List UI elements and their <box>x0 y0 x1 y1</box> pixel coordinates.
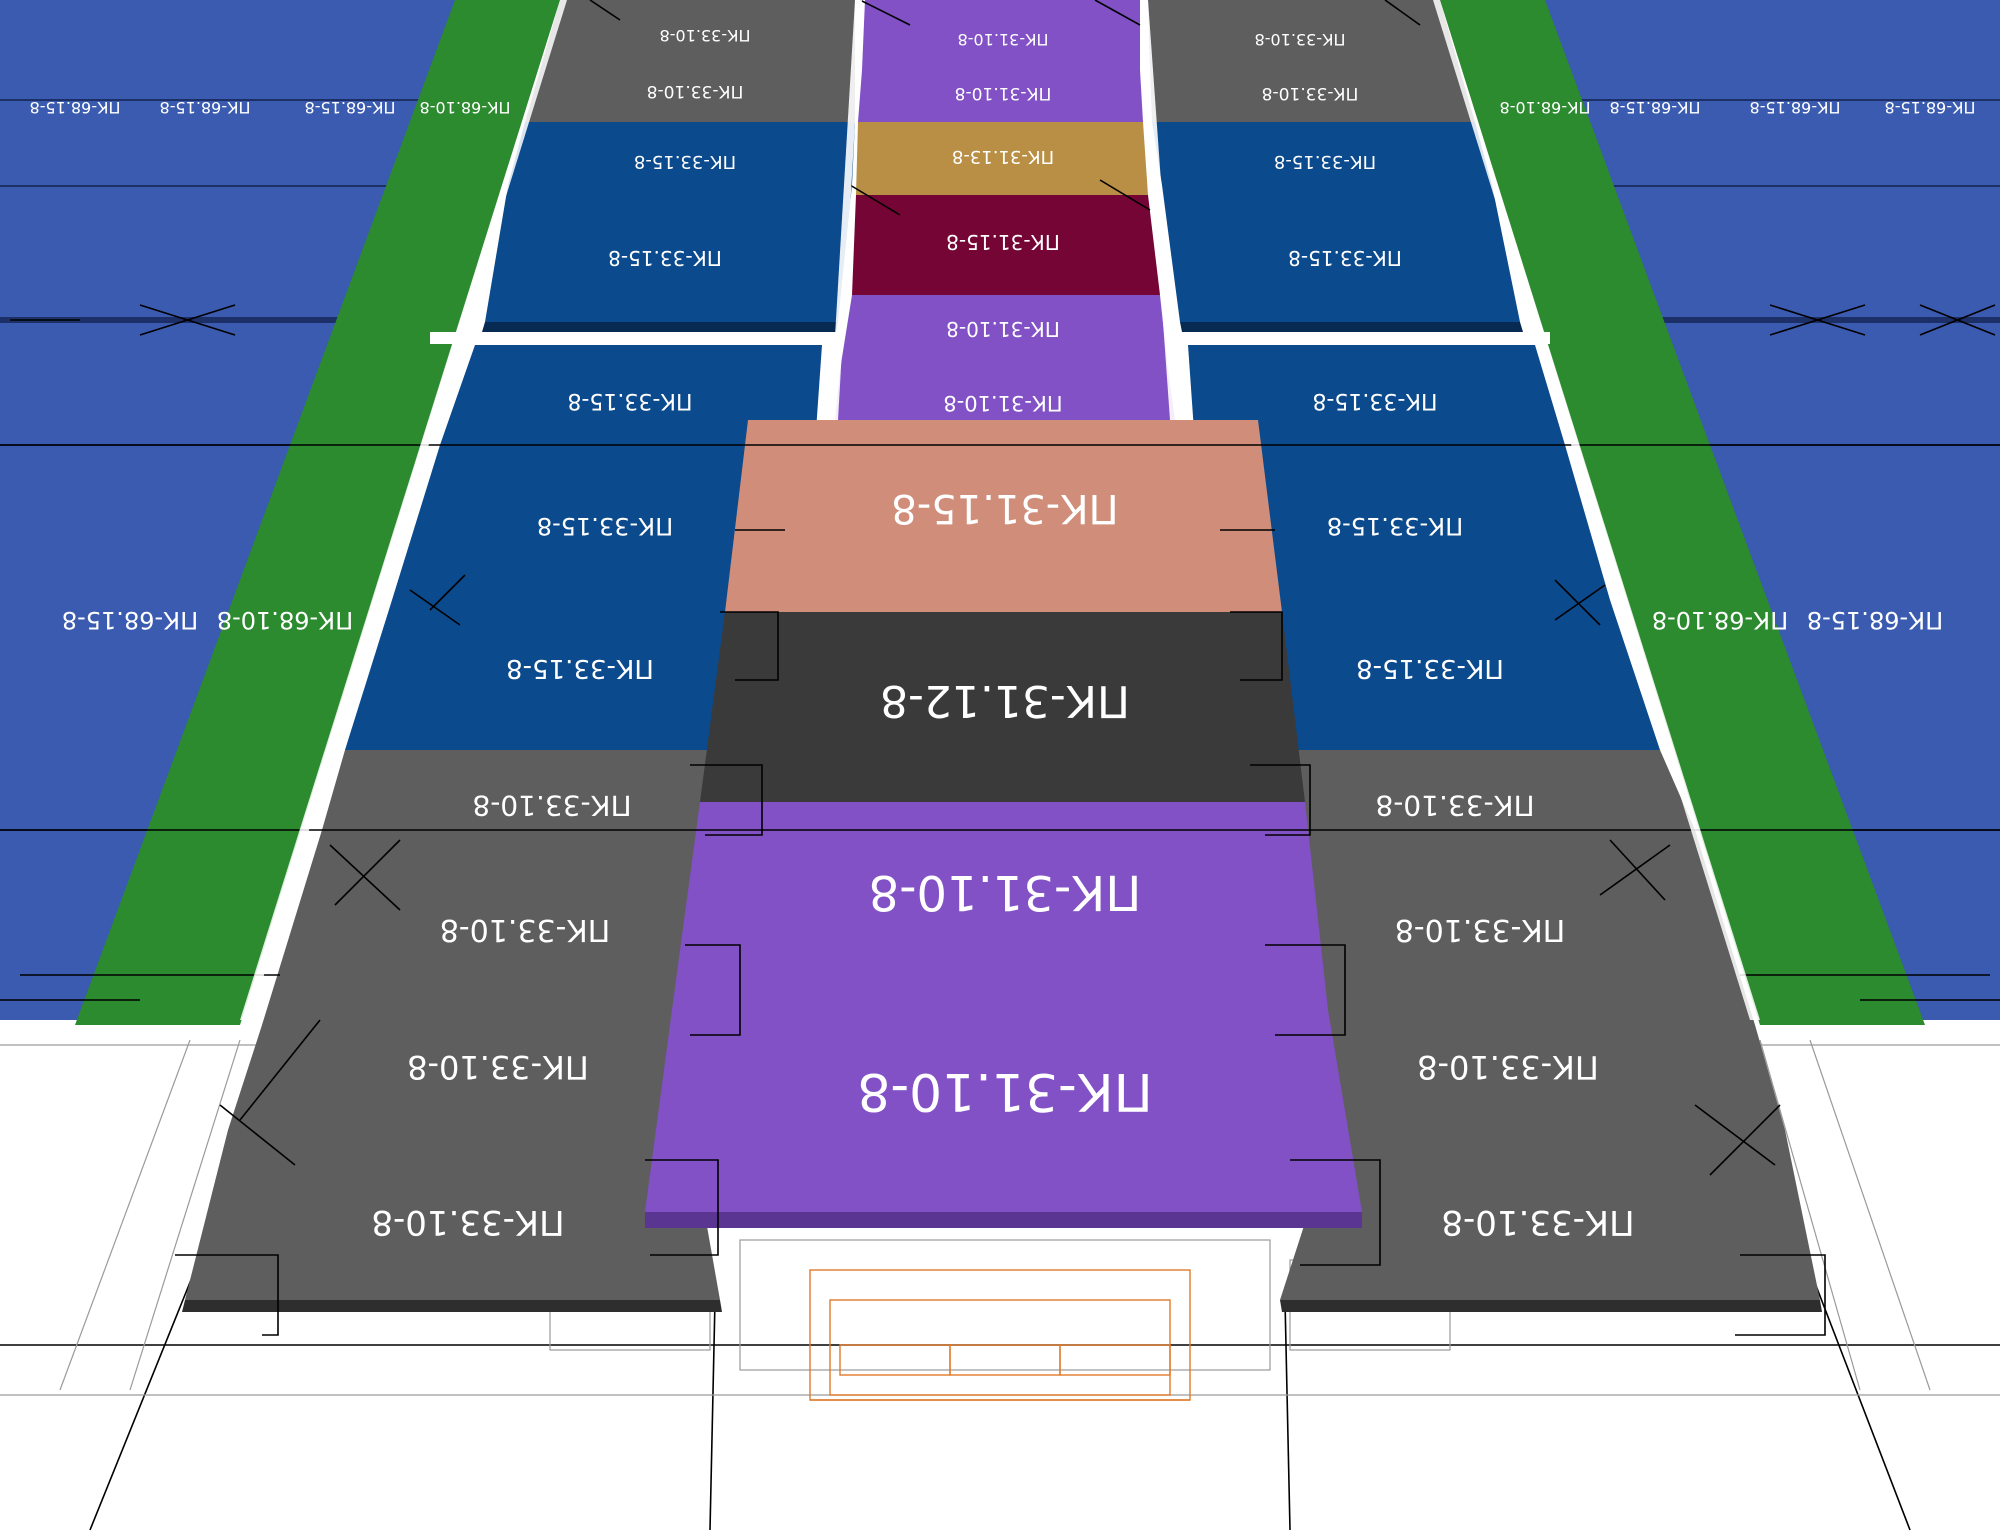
svg-text:ПК-31.10-8: ПК-31.10-8 <box>857 1061 1153 1121</box>
svg-text:ПК-68.10-8: ПК-68.10-8 <box>1652 606 1788 634</box>
back-left-column: ПК-33.10-8 ПК-33.10-8 ПК-33.15-8 ПК-33.1… <box>482 0 855 332</box>
column-gaps <box>240 0 1760 1020</box>
svg-text:ПК-31.15-8: ПК-31.15-8 <box>946 230 1060 254</box>
front-right-grey-4 <box>1280 1130 1820 1300</box>
svg-text:ПК-33.15-8: ПК-33.15-8 <box>567 388 692 413</box>
back-right-blue-2 <box>1162 185 1520 322</box>
front-center-dark <box>700 612 1305 802</box>
svg-text:ПК-31.15-8: ПК-31.15-8 <box>891 485 1118 531</box>
svg-text:ПК-33.10-8: ПК-33.10-8 <box>1255 30 1346 49</box>
svg-text:ПК-33.15-8: ПК-33.15-8 <box>1356 653 1504 683</box>
back-center-purple-4 <box>835 370 1175 420</box>
back-right-grey-1 <box>1148 0 1460 70</box>
green-strip-right <box>1440 0 1925 1025</box>
svg-text:ПК-68.15-8: ПК-68.15-8 <box>160 98 251 117</box>
svg-text:ПК-33.15-8: ПК-33.15-8 <box>1274 151 1376 172</box>
back-center-purple-2 <box>858 70 1143 122</box>
svg-text:ПК-33.10-8: ПК-33.10-8 <box>371 1202 564 1242</box>
back-center-maroon <box>852 195 1160 295</box>
svg-text:ПК-31.10-8: ПК-31.10-8 <box>869 864 1142 920</box>
back-center-gold <box>856 122 1148 195</box>
front-left-grey-2 <box>262 830 715 1025</box>
svg-text:ПК-33.10-8: ПК-33.10-8 <box>440 912 610 947</box>
back-left-blue-1 <box>508 122 855 185</box>
svg-text:ПК-68.10-8: ПК-68.10-8 <box>420 98 511 117</box>
svg-text:ПК-33.15-8: ПК-33.15-8 <box>608 246 722 270</box>
green-strip-left <box>75 0 560 1025</box>
front-left-column: ПК-33.10-8 ПК-33.10-8 ПК-33.10-8 ПК-33.1… <box>182 750 735 1312</box>
svg-text:ПК-33.10-8: ПК-33.10-8 <box>1262 83 1359 103</box>
svg-text:ПК-68.10-8: ПК-68.10-8 <box>1500 98 1591 117</box>
front-right-column: ПК-33.10-8 ПК-33.10-8 ПК-33.10-8 ПК-33.1… <box>1275 750 1822 1312</box>
svg-text:ПК-68.15-8: ПК-68.15-8 <box>1610 98 1701 117</box>
svg-text:ПК-68.15-8: ПК-68.15-8 <box>1807 606 1943 634</box>
svg-text:ПК-33.10-8: ПК-33.10-8 <box>647 81 744 101</box>
svg-text:ПК-33.10-8: ПК-33.10-8 <box>1441 1202 1634 1242</box>
svg-text:ПК-68.15-8: ПК-68.15-8 <box>305 98 396 117</box>
back-right-column: ПК-33.10-8 ПК-33.10-8 ПК-33.15-8 ПК-33.1… <box>1148 0 1523 332</box>
back-left-blue-2 <box>485 185 852 322</box>
svg-text:ПК-31.13-8: ПК-31.13-8 <box>952 146 1054 167</box>
front-right-grey-3 <box>1320 1025 1785 1130</box>
mid-left-blue-2 <box>392 445 815 600</box>
mid-left-blue-1 <box>440 345 822 445</box>
back-center-purple-1 <box>862 0 1140 70</box>
svg-text:ПК-68.15-8: ПК-68.15-8 <box>62 606 198 634</box>
svg-text:ПК-33.10-8: ПК-33.10-8 <box>472 789 631 822</box>
front-center-purple-1 <box>672 802 1328 1010</box>
outer-left-labels: ПК-68.15-8 ПК-68.15-8 ПК-68.15-8 ПК-68.1… <box>30 98 511 634</box>
svg-text:ПК-33.15-8: ПК-33.15-8 <box>1312 388 1437 413</box>
svg-text:ПК-68.15-8: ПК-68.15-8 <box>1750 98 1841 117</box>
back-left-grey-1 <box>540 0 855 70</box>
back-center-column: ПК-31.10-8 ПК-31.10-8 ПК-31.13-8 ПК-31.1… <box>835 0 1175 420</box>
svg-text:ПК-31.10-8: ПК-31.10-8 <box>946 317 1060 341</box>
mid-left-blue-3 <box>345 600 775 750</box>
front-center-salmon <box>725 420 1282 612</box>
front-right-grey-1 <box>1275 750 1695 830</box>
svg-text:ПК-33.15-8: ПК-33.15-8 <box>506 653 654 683</box>
mid-left-column: ПК-33.15-8 ПК-33.15-8 ПК-33.15-8 <box>345 345 822 750</box>
back-right-grey-2 <box>1150 70 1475 122</box>
wire-brackets <box>0 0 2000 1336</box>
front-left-grey-1 <box>322 750 735 830</box>
front-left-grey-3 <box>228 1025 700 1130</box>
svg-text:ПК-31.10-8: ПК-31.10-8 <box>955 83 1052 103</box>
mid-right-column: ПК-33.15-8 ПК-33.15-8 ПК-33.15-8 <box>1188 345 1660 750</box>
svg-text:ПК-68.15-8: ПК-68.15-8 <box>1885 98 1976 117</box>
svg-text:ПК-31.10-8: ПК-31.10-8 <box>943 391 1062 415</box>
svg-text:ПК-33.10-8: ПК-33.10-8 <box>660 26 751 45</box>
mid-right-blue-2 <box>1195 445 1610 600</box>
svg-text:ПК-31.12-8: ПК-31.12-8 <box>880 675 1130 726</box>
mid-right-blue-1 <box>1188 345 1565 445</box>
back-left-grey-2 <box>525 70 855 122</box>
svg-text:ПК-33.15-8: ПК-33.15-8 <box>634 151 736 172</box>
front-center-column: ПК-31.15-8 ПК-31.12-8 ПК-31.10-8 ПК-31.1… <box>645 420 1362 1228</box>
front-left-grey-4 <box>185 1130 720 1300</box>
svg-text:ПК-33.15-8: ПК-33.15-8 <box>1288 246 1402 270</box>
front-center-purple-2 <box>645 1010 1362 1212</box>
svg-text:ПК-33.10-8: ПК-33.10-8 <box>1395 912 1565 947</box>
back-center-purple-3 <box>840 295 1168 370</box>
front-right-grey-2 <box>1305 830 1755 1025</box>
svg-text:ПК-33.10-8: ПК-33.10-8 <box>1375 789 1534 822</box>
back-right-blue-1 <box>1152 122 1492 185</box>
mid-right-blue-3 <box>1235 600 1660 750</box>
svg-text:ПК-33.10-8: ПК-33.10-8 <box>407 1048 589 1086</box>
svg-text:ПК-33.15-8: ПК-33.15-8 <box>1327 512 1463 540</box>
svg-text:ПК-31.10-8: ПК-31.10-8 <box>958 30 1049 49</box>
svg-text:ПК-33.15-8: ПК-33.15-8 <box>537 512 673 540</box>
svg-text:ПК-68.10-8: ПК-68.10-8 <box>217 606 353 634</box>
svg-text:ПК-33.10-8: ПК-33.10-8 <box>1417 1048 1599 1086</box>
outer-right-labels: ПК-68.10-8 ПК-68.15-8 ПК-68.15-8 ПК-68.1… <box>1500 98 1976 634</box>
svg-text:ПК-68.15-8: ПК-68.15-8 <box>30 98 121 117</box>
